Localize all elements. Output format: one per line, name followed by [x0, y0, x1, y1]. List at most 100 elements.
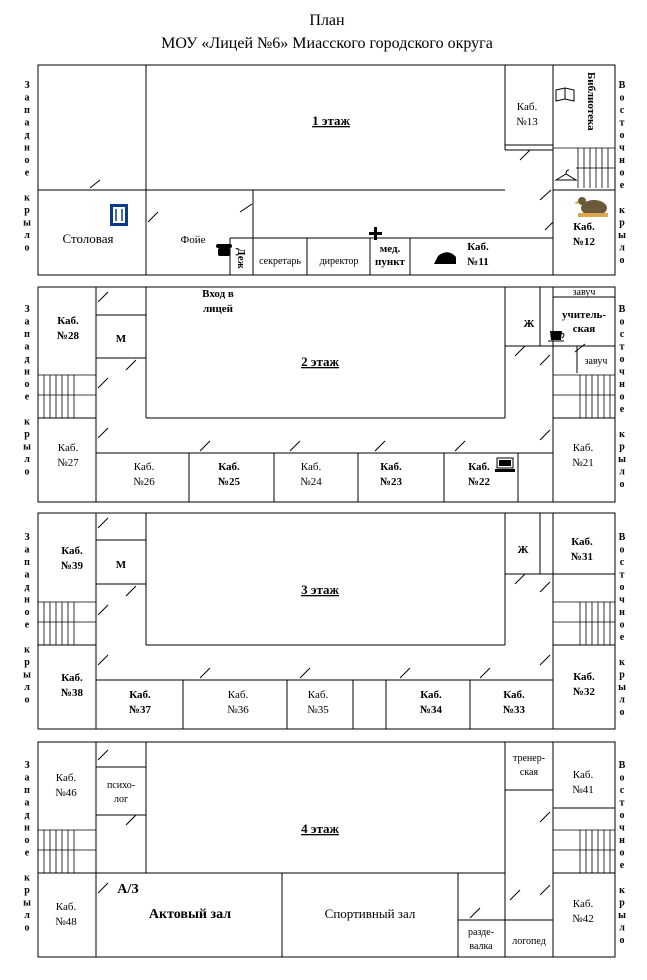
room-21-number: №21	[572, 457, 594, 469]
room-12-number: №12	[573, 236, 596, 248]
room-13-label: Каб.	[517, 101, 538, 113]
room-24-label: Каб.	[301, 461, 322, 473]
room-39-label: Каб.	[61, 545, 83, 557]
room-22-label: Каб.	[468, 461, 490, 473]
room-34-label: Каб.	[420, 689, 442, 701]
room-27-label: Каб.	[58, 442, 79, 454]
room-33-number: №33	[503, 704, 526, 716]
plan-subtitle: МОУ «Лицей №6» Миасского городского окру…	[161, 35, 493, 52]
room-41-label: Каб.	[573, 769, 594, 781]
hanger-icon	[554, 169, 578, 181]
trainers-room-label-2: ская	[520, 767, 539, 778]
secretary-label: секретарь	[259, 256, 301, 267]
room-23-number: №23	[380, 476, 403, 488]
room-23-label: Каб.	[380, 461, 402, 473]
psychologist-label-1: психо-	[107, 780, 135, 791]
speech-therapist-label: логопед	[512, 936, 546, 947]
room-21-label: Каб.	[573, 442, 594, 454]
mens-wc-label: М	[116, 333, 127, 345]
room-35-number: №35	[307, 704, 329, 716]
room-28-label: Каб.	[57, 315, 79, 327]
deputy-head-label-1: завуч	[573, 287, 596, 298]
room-31-number: №31	[571, 551, 593, 563]
cafeteria-label: Столовая	[62, 231, 113, 246]
womens-wc-label-3: Ж	[518, 544, 529, 556]
floor-4: 4 этаж Каб. №46 психо- лог тренер- ская …	[37, 741, 616, 958]
room-25-label: Каб.	[218, 461, 240, 473]
womens-wc-label: Ж	[524, 318, 535, 330]
room-36-label: Каб.	[228, 689, 249, 701]
room-22-number: №22	[468, 476, 491, 488]
room-11-number: №11	[467, 256, 488, 268]
room-46-label: Каб.	[56, 772, 77, 784]
duty-label: Деж	[235, 248, 247, 269]
floor-3-label: 3 этаж	[301, 582, 339, 597]
room-25-number: №25	[218, 476, 241, 488]
med-label-2: пункт	[375, 256, 406, 268]
room-11-label: Каб.	[467, 241, 489, 253]
room-48-label: Каб.	[56, 901, 77, 913]
sports-hall-label: Спортивный зал	[325, 906, 416, 921]
library-label: Библиотека	[585, 72, 597, 131]
room-34-number: №34	[420, 704, 443, 716]
room-31-label: Каб.	[571, 536, 593, 548]
floor-4-label: 4 этаж	[301, 821, 339, 836]
room-32-number: №32	[573, 686, 596, 698]
room-24-number: №24	[300, 476, 322, 488]
room-36-number: №36	[227, 704, 249, 716]
room-13-number: №13	[516, 116, 538, 128]
mens-wc-label-3: М	[116, 559, 127, 571]
room-32-label: Каб.	[573, 671, 595, 683]
room-38-number: №38	[61, 687, 84, 699]
assembly-hall-abbr: А/З	[117, 882, 138, 897]
room-42-label: Каб.	[573, 898, 594, 910]
room-28-number: №28	[57, 330, 80, 342]
computer-icon	[495, 457, 515, 472]
floor-1-label: 1 этаж	[312, 113, 350, 128]
room-39-number: №39	[61, 560, 84, 572]
room-26-number: №26	[133, 476, 155, 488]
med-label-1: мед.	[380, 243, 401, 255]
room-48-number: №48	[55, 916, 77, 928]
room-37-label: Каб.	[129, 689, 151, 701]
teachers-room-label-2: ская	[573, 323, 596, 335]
deputy-head-label-2: завуч	[585, 356, 608, 367]
room-12-label: Каб.	[573, 221, 595, 233]
medical-cross-icon	[369, 227, 382, 240]
plan-title: План	[309, 12, 345, 29]
foyer-label: Фойе	[181, 234, 206, 246]
room-38-label: Каб.	[61, 672, 83, 684]
room-26-label: Каб.	[134, 461, 155, 473]
entrance-label-2: лицей	[203, 303, 234, 315]
psychologist-label-2: лог	[114, 794, 128, 805]
phone-icon	[216, 244, 232, 256]
trainers-room-label-1: тренер-	[513, 753, 545, 764]
room-37-number: №37	[129, 704, 152, 716]
assembly-hall-label: Актовый зал	[149, 907, 231, 922]
entrance-label-1: Вход в	[202, 288, 234, 300]
floor-1: 1 этаж Каб. №13 Библиотека Столовая Фойе…	[37, 64, 616, 315]
changing-room-label-1: разде-	[468, 927, 494, 938]
director-label: директор	[320, 256, 359, 267]
hen-icon	[574, 197, 608, 217]
changing-room-label-2: валка	[469, 941, 493, 952]
coffee-cup-icon	[548, 331, 565, 342]
room-42-number: №42	[572, 913, 594, 925]
room-35-label: Каб.	[308, 689, 329, 701]
book-icon	[555, 87, 575, 102]
iron-icon	[434, 252, 456, 264]
teachers-room-label-1: учитель-	[562, 309, 606, 321]
floor-2: 2 этаж Каб. №28 М Ж завуч учитель- ская …	[37, 286, 616, 503]
cafeteria-icon	[110, 204, 128, 226]
floor-2-label: 2 этаж	[301, 354, 339, 369]
room-33-label: Каб.	[503, 689, 525, 701]
